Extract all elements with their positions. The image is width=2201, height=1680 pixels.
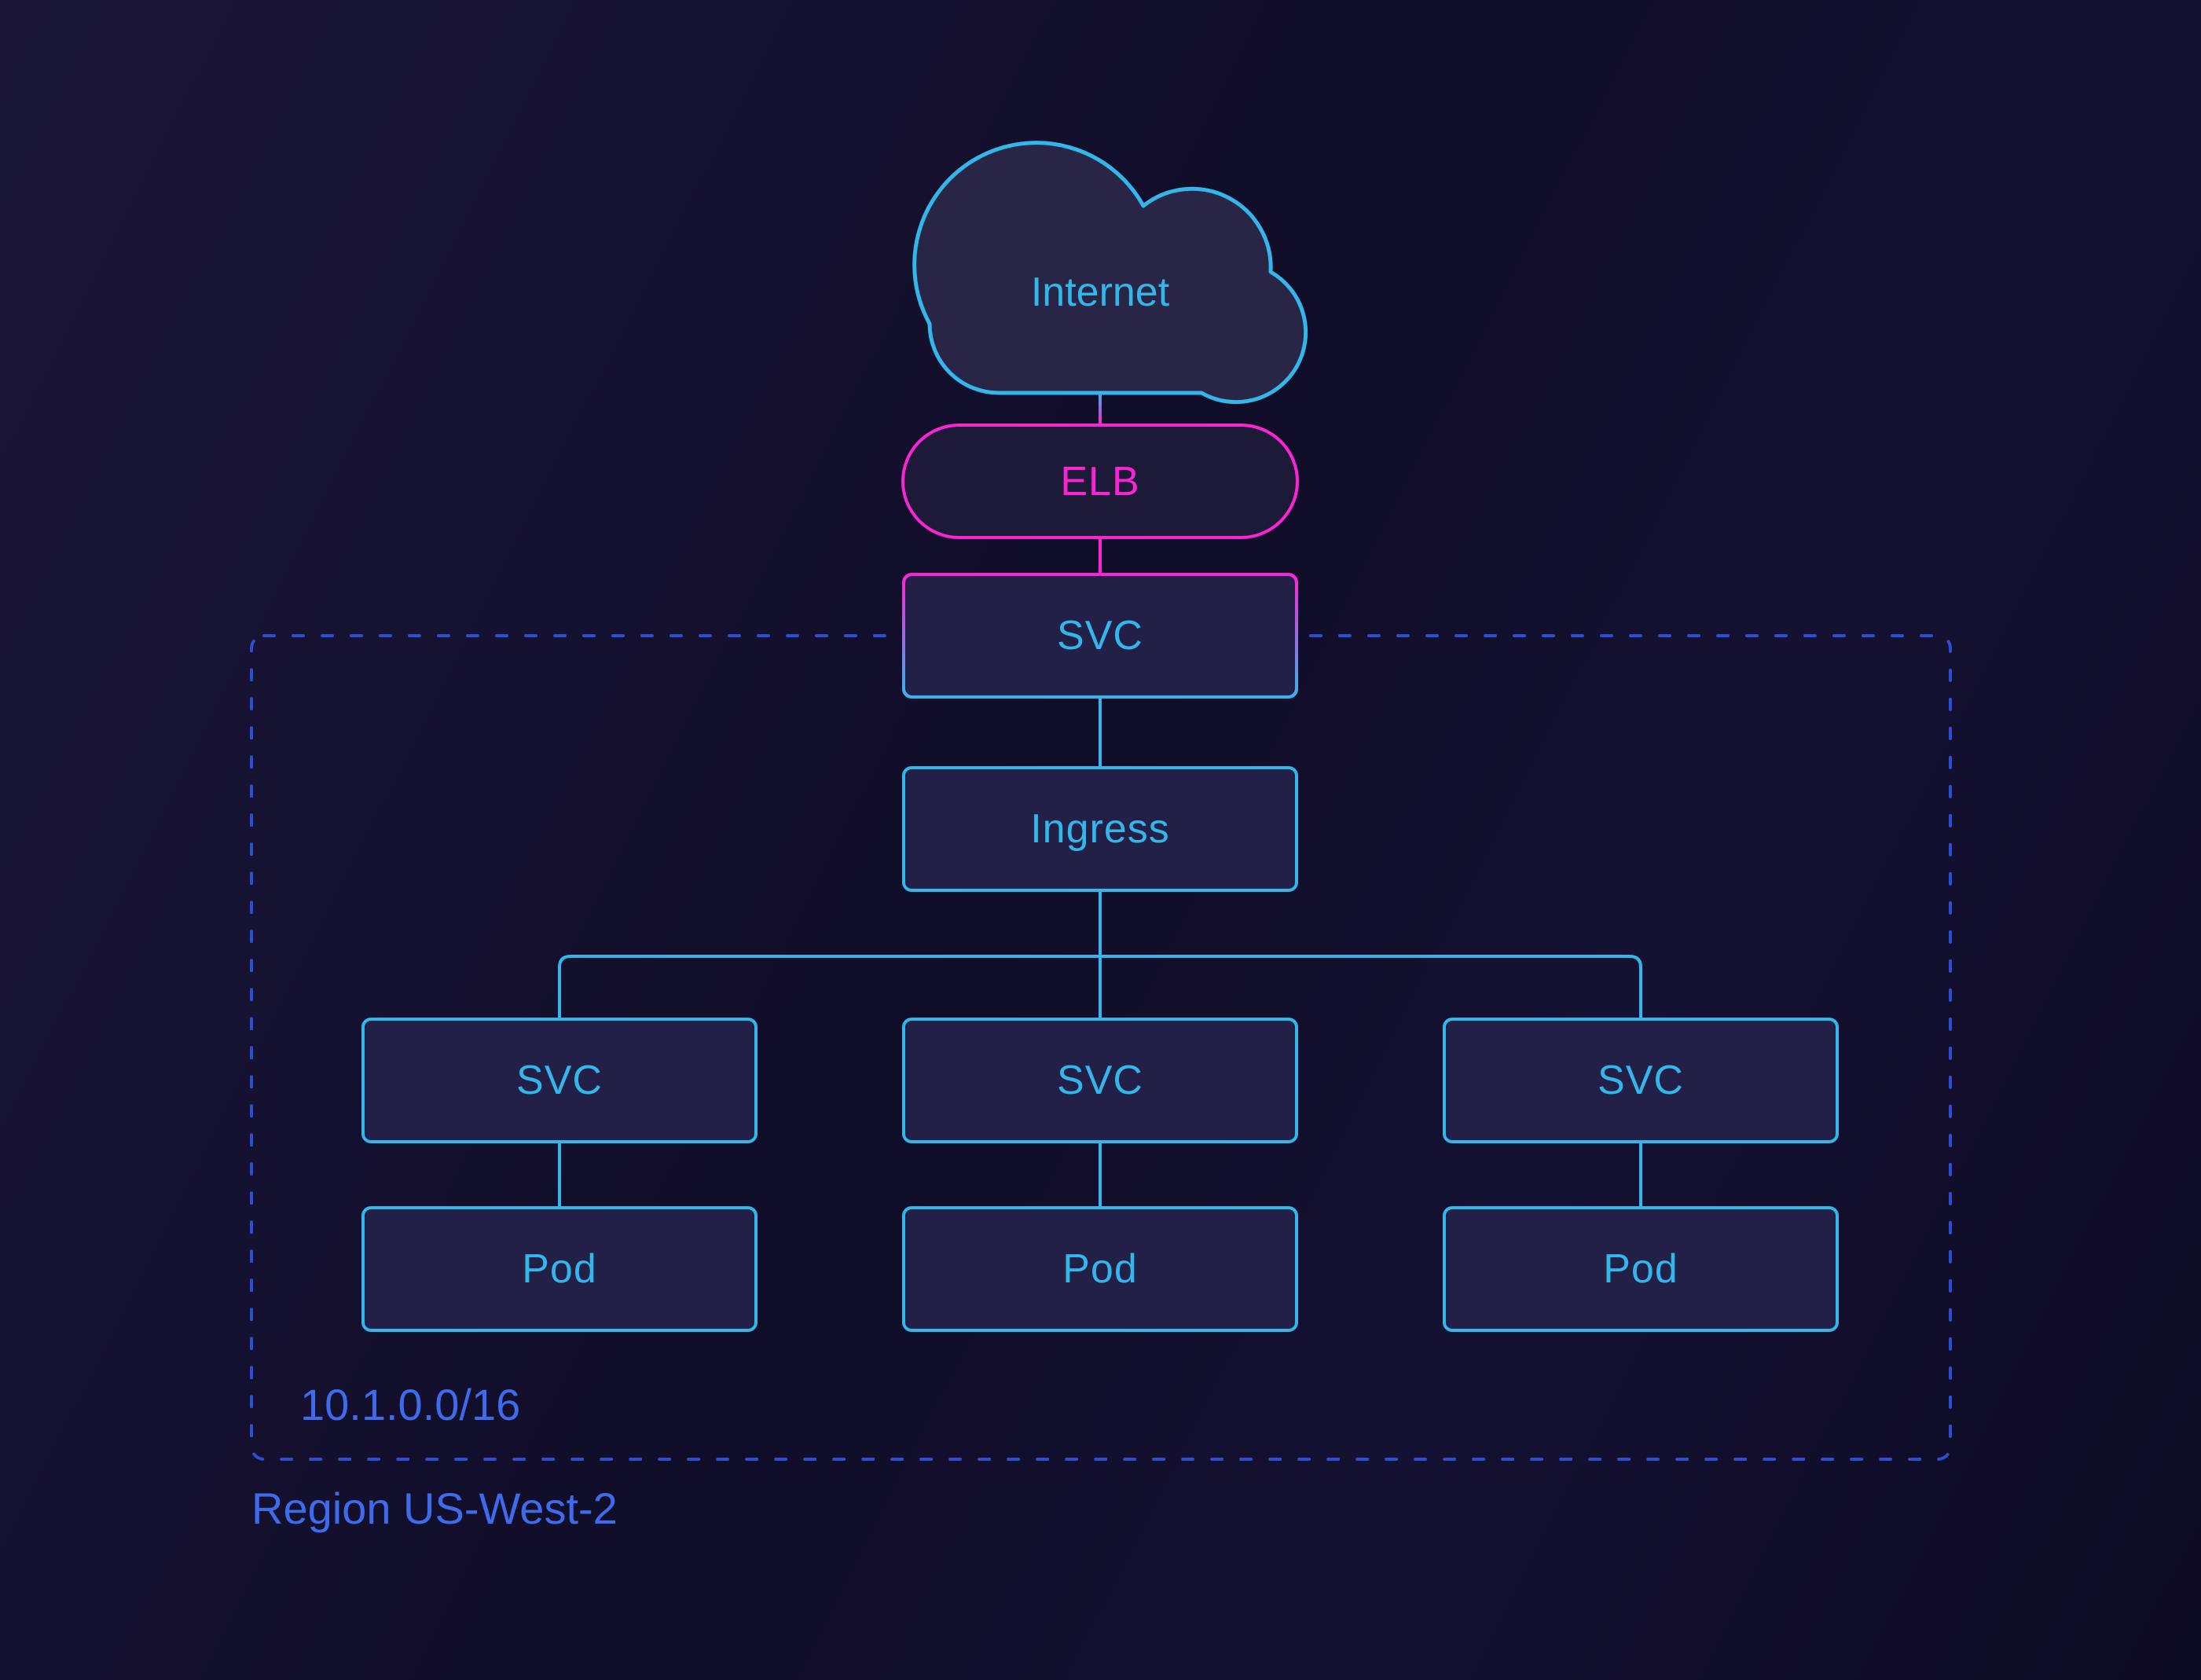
pod-node-left: Pod [361, 1206, 758, 1332]
elb-node-label: ELB [1060, 458, 1140, 504]
svc-top-node-inner: SVC [905, 576, 1295, 695]
ingress-node: Ingress [902, 766, 1298, 892]
svc-node-left: SVC [361, 1018, 758, 1143]
ingress-node-label: Ingress [1030, 806, 1170, 852]
svc-node-right: SVC [1443, 1018, 1839, 1143]
pod-node-right-label: Pod [1603, 1246, 1678, 1292]
internet-cloud-icon [912, 141, 1308, 405]
vpc-boundary-dashed-border [250, 634, 1952, 1461]
pod-node-left-label: Pod [522, 1246, 597, 1292]
connector-ingress-branch [558, 955, 1642, 1021]
internet-label: Internet [1030, 270, 1170, 315]
pod-node-right: Pod [1443, 1206, 1839, 1332]
svc-node-left-label: SVC [516, 1058, 603, 1103]
pod-node-middle-label: Pod [1062, 1246, 1138, 1292]
svc-top-node: SVC [902, 573, 1298, 699]
svc-node-middle-label: SVC [1057, 1058, 1143, 1103]
svc-top-node-label: SVC [1057, 613, 1143, 658]
region-label: Region US-West-2 [251, 1484, 618, 1533]
svc-node-middle: SVC [902, 1018, 1298, 1143]
pod-node-middle: Pod [902, 1206, 1298, 1332]
svc-node-right-label: SVC [1598, 1058, 1684, 1103]
vpc-cidr-label: 10.1.0.0/16 [300, 1380, 521, 1429]
elb-node: ELB [901, 424, 1299, 539]
